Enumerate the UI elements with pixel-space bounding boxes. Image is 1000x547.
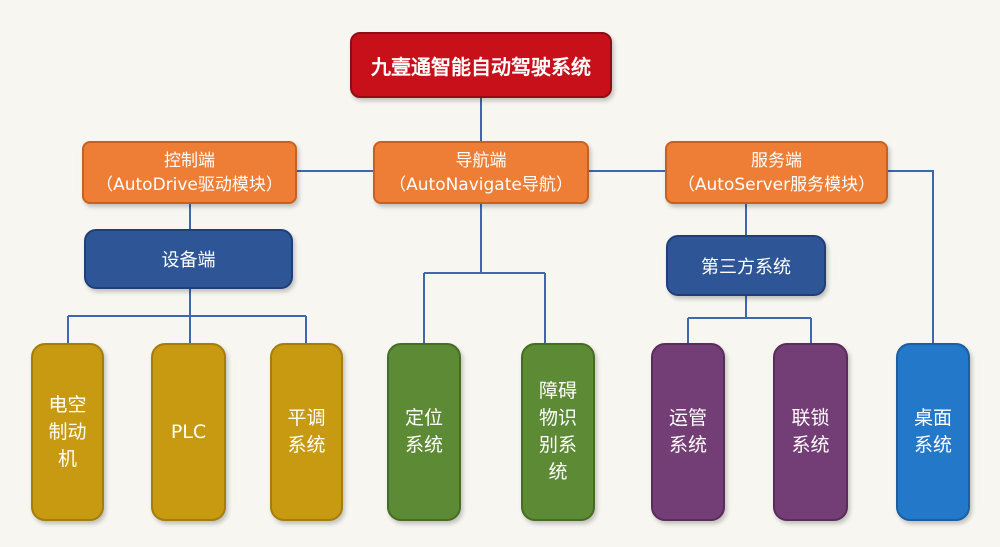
control-end-node: 控制端 （AutoDrive驱动模块） [82, 141, 297, 204]
root-node: 九壹通智能自动驾驶系统 [350, 32, 612, 98]
control-end-subtitle: （AutoDrive驱动模块） [96, 174, 283, 195]
navigation-end-node: 导航端 （AutoNavigate导航） [373, 141, 589, 204]
leaf-balance: 平调 系统 [270, 343, 343, 521]
leaf-text: 物识 [538, 407, 577, 429]
leaf-interlock: 联锁 系统 [773, 343, 848, 521]
leaf-text: 机 [57, 447, 77, 470]
leaf-operation: 运管 系统 [651, 343, 725, 521]
device-end-node: 设备端 [84, 229, 293, 289]
leaf-plc: PLC [151, 343, 226, 521]
leaf-text: 运管 [668, 407, 707, 429]
control-end-title: 控制端 [164, 150, 215, 171]
leaf-text: 系统 [668, 434, 707, 456]
leaf-text: 系统 [791, 434, 830, 456]
leaf-text: 系统 [287, 434, 326, 456]
leaf-text: 统 [548, 461, 568, 483]
leaf-positioning: 定位 系统 [387, 343, 461, 521]
navigation-end-subtitle: （AutoNavigate导航） [389, 174, 573, 195]
leaf-text: 障碍 [538, 380, 577, 402]
leaf-desktop: 桌面 系统 [896, 343, 970, 521]
leaf-obstacle-recognition: 障碍 物识 别系 统 [521, 343, 595, 521]
third-party-system-node: 第三方系统 [666, 235, 826, 296]
leaf-text: 别系 [538, 434, 577, 456]
navigation-end-title: 导航端 [455, 150, 507, 171]
leaf-text: PLC [170, 420, 207, 443]
service-end-node: 服务端 （AutoServer服务模块） [665, 141, 888, 204]
leaf-text: 平调 [287, 407, 326, 429]
leaf-text: 电空 [48, 393, 87, 416]
service-end-title: 服务端 [751, 150, 802, 171]
service-end-subtitle: （AutoServer服务模块） [677, 174, 876, 195]
leaf-text: 系统 [913, 434, 952, 456]
leaf-text: 系统 [404, 434, 443, 456]
leaf-brake: 电空 制动 机 [31, 343, 104, 521]
leaf-text: 制动 [48, 420, 87, 443]
leaf-text: 桌面 [913, 407, 952, 429]
leaf-text: 联锁 [791, 407, 830, 429]
leaf-text: 定位 [404, 407, 443, 429]
